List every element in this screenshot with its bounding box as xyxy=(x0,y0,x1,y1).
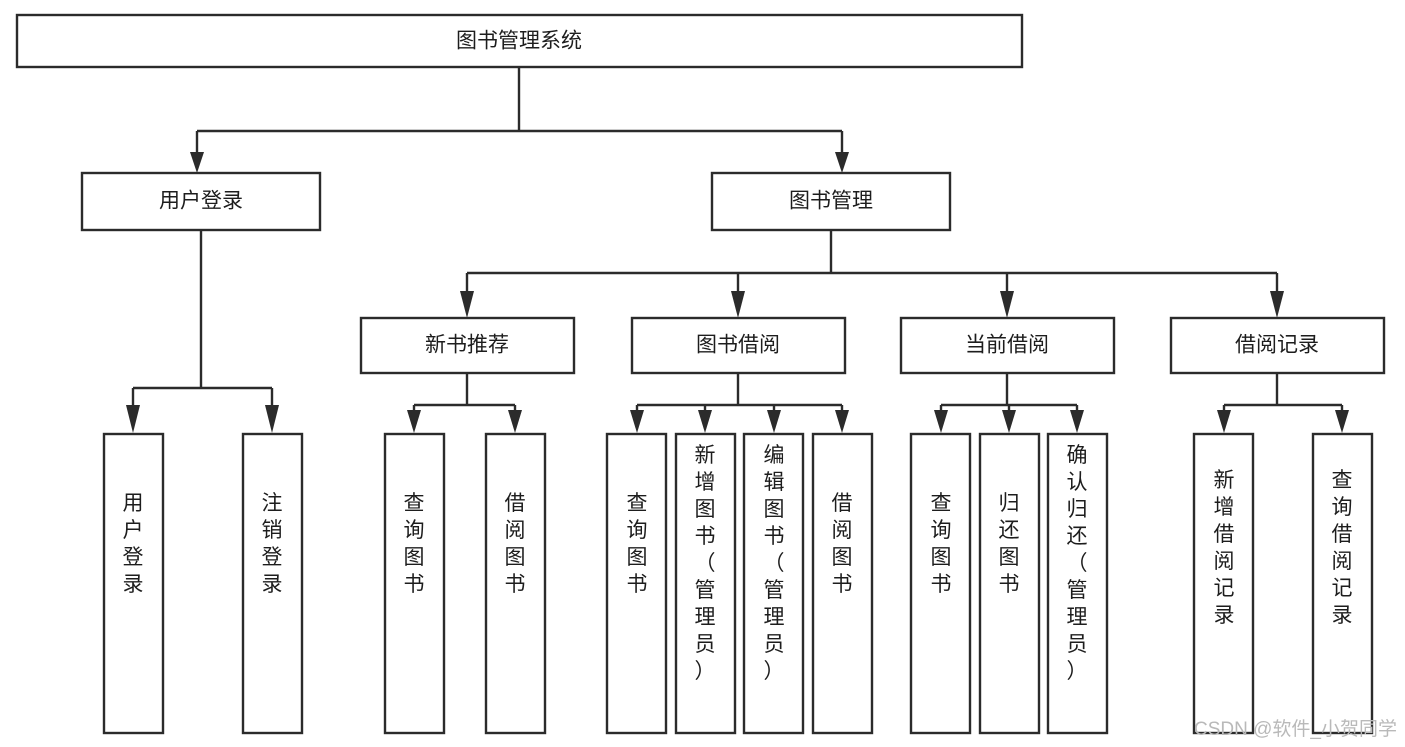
leaf-node-logout-box[interactable] xyxy=(241,432,304,735)
leaf-node-query-book-borrow-label: 查询图书 xyxy=(627,492,648,596)
node-new-book-recommend-box[interactable] xyxy=(359,316,576,375)
arrow-head-leaf-add-book xyxy=(698,410,712,433)
leaf-node-return-book-label: 归还图书 xyxy=(999,492,1020,596)
leaf-node-borrow-book-recommend-box[interactable] xyxy=(484,432,547,735)
arrow-head-leaf-user-login xyxy=(126,405,140,433)
arrow-head-leaf-query-book-c xyxy=(934,410,948,433)
node-borrow-record-label: 借阅记录 xyxy=(1235,334,1319,357)
arrow-head-current-borrow xyxy=(1000,291,1014,318)
leaf-node-confirm-return-label: 确认归还（管理员） xyxy=(1067,444,1088,683)
leaf-node-user-login[interactable]: 用户登录 xyxy=(102,432,165,735)
arrow-head-leaf-add-record xyxy=(1217,410,1231,433)
leaf-node-query-book-current-label: 查询图书 xyxy=(931,492,952,596)
leaf-node-query-borrow-record-box[interactable] xyxy=(1311,432,1374,735)
leaf-node-query-book-borrow[interactable]: 查询图书 xyxy=(605,432,668,735)
arrow-head-leaf-return-book xyxy=(1002,410,1016,433)
node-current-borrow-box[interactable] xyxy=(899,316,1116,375)
arrow-head-leaf-logout xyxy=(265,405,279,433)
leaf-node-query-book-recommend-box[interactable] xyxy=(383,432,446,735)
leaf-node-confirm-return[interactable]: 确认归还（管理员） xyxy=(1046,432,1109,735)
node-book-borrow-box[interactable] xyxy=(630,316,847,375)
node-user-login-label: 用户登录 xyxy=(159,190,243,213)
leaf-node-add-book[interactable]: 新增图书（管理员） xyxy=(674,432,737,735)
leaf-node-query-book-current[interactable]: 查询图书 xyxy=(909,432,972,735)
leaf-node-return-book-box[interactable] xyxy=(978,432,1041,735)
leaf-node-edit-book[interactable]: 编辑图书（管理员） xyxy=(742,432,805,735)
leaf-node-edit-book-box[interactable] xyxy=(742,432,805,735)
leaf-node-edit-book-label: 编辑图书（管理员） xyxy=(764,444,785,683)
leaf-node-user-login-label: 用户登录 xyxy=(123,492,144,596)
node-book-management-box[interactable] xyxy=(710,171,952,232)
arrow-head-leaf-borrow-book-a xyxy=(508,410,522,433)
node-book-management[interactable]: 图书管理 xyxy=(710,171,952,232)
node-borrow-record[interactable]: 借阅记录 xyxy=(1169,316,1386,375)
node-borrow-record-box[interactable] xyxy=(1169,316,1386,375)
arrow-head-leaf-query-record xyxy=(1335,410,1349,433)
node-current-borrow[interactable]: 当前借阅 xyxy=(899,316,1116,375)
leaf-node-logout-label: 注销登录 xyxy=(262,492,283,596)
node-book-management-label: 图书管理 xyxy=(789,190,873,213)
leaf-node-borrow-book-box[interactable] xyxy=(811,432,874,735)
node-root-label: 图书管理系统 xyxy=(456,30,582,53)
leaf-node-add-borrow-record-box[interactable] xyxy=(1192,432,1255,735)
arrow-head-new-book xyxy=(460,291,474,318)
leaf-node-query-borrow-record-label: 查询借阅记录 xyxy=(1332,469,1353,627)
node-book-borrow[interactable]: 图书借阅 xyxy=(630,316,847,375)
leaf-node-query-borrow-record[interactable]: 查询借阅记录 xyxy=(1311,432,1374,735)
arrow-head-leaf-borrow-book-b xyxy=(835,410,849,433)
leaf-node-query-book-borrow-box[interactable] xyxy=(605,432,668,735)
node-current-borrow-label: 当前借阅 xyxy=(965,334,1049,357)
node-user-login[interactable]: 用户登录 xyxy=(80,171,322,232)
arrow-head-leaf-query-book-b xyxy=(630,410,644,433)
watermark-label: CSDN @软件_小贺同学 xyxy=(1194,718,1397,740)
leaf-node-add-book-label: 新增图书（管理员） xyxy=(695,444,716,683)
leaf-node-query-book-recommend[interactable]: 查询图书 xyxy=(383,432,446,735)
leaf-node-borrow-book-recommend-label: 借阅图书 xyxy=(505,492,526,596)
leaf-node-add-book-box[interactable] xyxy=(674,432,737,735)
leaf-node-confirm-return-box[interactable] xyxy=(1046,432,1109,735)
arrow-head-user-login xyxy=(190,152,204,173)
arrow-head-book-mgmt xyxy=(835,152,849,173)
leaf-node-borrow-book[interactable]: 借阅图书 xyxy=(811,432,874,735)
node-new-book-recommend-label: 新书推荐 xyxy=(425,334,509,357)
leaf-node-add-borrow-record-label: 新增借阅记录 xyxy=(1214,469,1235,627)
node-root[interactable]: 图书管理系统 xyxy=(15,13,1024,69)
arrow-head-borrow-record xyxy=(1270,291,1284,318)
leaf-node-return-book[interactable]: 归还图书 xyxy=(978,432,1041,735)
node-book-borrow-label: 图书借阅 xyxy=(696,334,780,357)
leaf-node-logout[interactable]: 注销登录 xyxy=(241,432,304,735)
leaf-node-borrow-book-recommend[interactable]: 借阅图书 xyxy=(484,432,547,735)
arrow-head-leaf-edit-book xyxy=(767,410,781,433)
arrow-head-book-borrow xyxy=(731,291,745,318)
leaf-node-add-borrow-record[interactable]: 新增借阅记录 xyxy=(1192,432,1255,735)
leaf-node-borrow-book-label: 借阅图书 xyxy=(832,492,853,596)
leaf-node-query-book-current-box[interactable] xyxy=(909,432,972,735)
leaf-node-user-login-box[interactable] xyxy=(102,432,165,735)
node-new-book-recommend[interactable]: 新书推荐 xyxy=(359,316,576,375)
node-root-box[interactable] xyxy=(15,13,1024,69)
arrow-head-leaf-query-book-a xyxy=(407,410,421,433)
arrow-head-leaf-confirm-return xyxy=(1070,410,1084,433)
leaf-node-query-book-recommend-label: 查询图书 xyxy=(404,492,425,596)
